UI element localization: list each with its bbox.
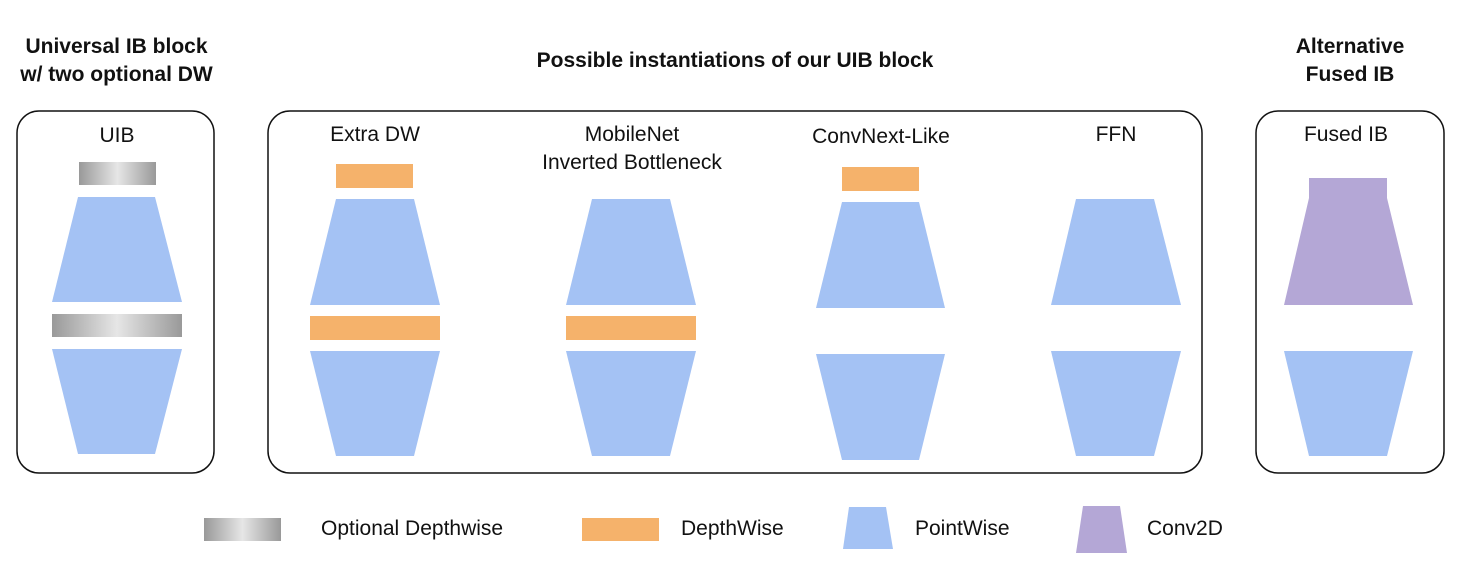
label-mobilenet-line1: MobileNet [584,123,680,146]
fused-conv2d [1284,178,1413,305]
label-fused-ib: Fused IB [1303,123,1389,146]
extra-dw-pointwise-expand [310,199,440,305]
uib-optional-dw-top [79,162,156,185]
uib-pointwise-expand [52,197,182,302]
extra-dw-depthwise-mid [310,316,440,340]
header-instantiations: Possible instantiations of our UIB block [536,49,934,72]
label-mobilenet-line2: Inverted Bottleneck [542,151,722,174]
legend-conv2d-label: Conv2D [1147,517,1223,540]
legend-pointwise-swatch [843,507,893,549]
mobilenet-depthwise-mid [566,316,696,340]
legend-optional-depthwise-swatch [204,518,281,541]
uib-box [16,110,215,474]
extra-dw-depthwise-top [336,164,413,188]
mobilenet-pointwise-project [566,351,696,456]
header-universal-ib-line2: w/ two optional DW [20,63,213,86]
header-universal-ib-line1: Universal IB block [25,35,208,58]
legend-depthwise-swatch [582,518,659,541]
header-alternative-fused: Alternative Fused IB [1255,33,1445,89]
ffn-pointwise-expand [1051,199,1181,305]
header-alternative-line1: Alternative [1295,35,1405,58]
convnext-pointwise-project [816,354,945,460]
label-mobilenet: MobileNet Inverted Bottleneck [516,121,748,177]
label-extra-dw: Extra DW [330,123,420,146]
convnext-depthwise-top [842,167,919,191]
extra-dw-pointwise-project [310,351,440,456]
fused-ib-box [1255,110,1445,474]
instantiations-box [267,110,1203,474]
convnext-pointwise-expand [816,202,945,308]
legend-conv2d-swatch [1076,506,1127,553]
uib-optional-dw-mid [52,314,182,337]
fused-pointwise-project [1284,351,1413,456]
ffn-pointwise-project [1051,351,1181,456]
uib-pointwise-project [52,349,182,454]
label-convnext: ConvNext-Like [812,125,950,148]
legend-depthwise-label: DepthWise [681,517,784,540]
legend-optional-depthwise-label: Optional Depthwise [321,517,504,540]
label-uib: UIB [99,124,135,147]
label-ffn: FFN [1095,123,1137,146]
mobilenet-pointwise-expand [566,199,696,305]
header-alternative-line2: Fused IB [1305,63,1395,86]
legend-pointwise-label: PointWise [915,517,1010,540]
header-universal-ib: Universal IB block w/ two optional DW [0,33,233,89]
